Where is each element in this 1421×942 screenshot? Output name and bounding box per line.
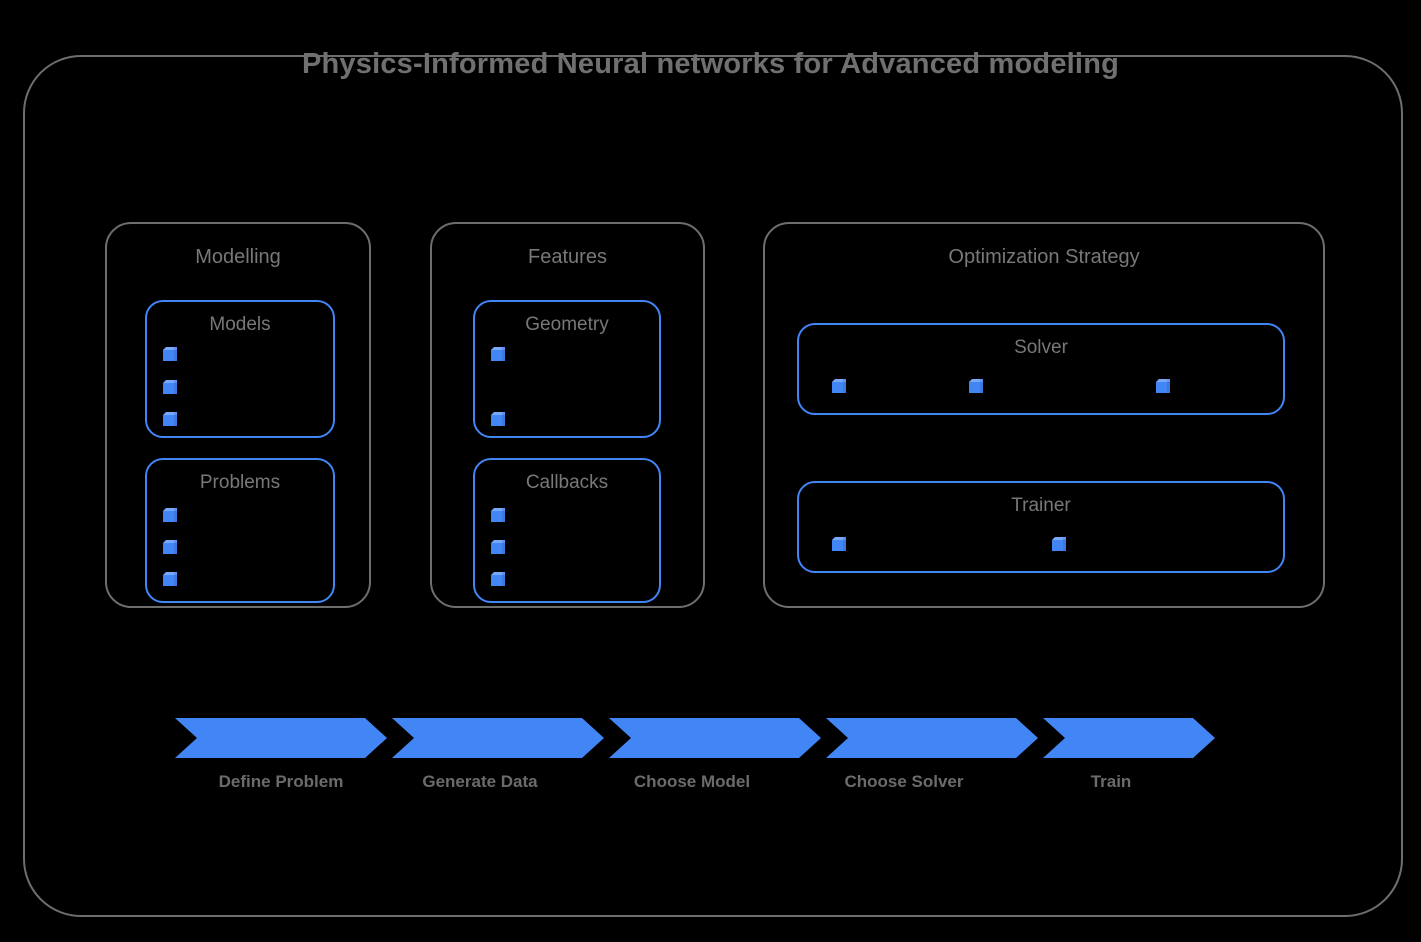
flow-step-generate-data[interactable] xyxy=(392,718,604,758)
flow-step-define-problem[interactable] xyxy=(175,718,387,758)
box-geometry-title: Geometry xyxy=(525,314,609,335)
outer-frame xyxy=(23,55,1403,917)
box-problems[interactable]: Problems xyxy=(145,458,335,603)
bullet-cube xyxy=(163,412,177,426)
flow-label-generate-data: Generate Data xyxy=(422,772,538,791)
bullet-cube xyxy=(163,540,177,554)
flow-step-choose-model[interactable] xyxy=(609,718,821,758)
group-features-title: Features xyxy=(528,246,607,268)
box-trainer-title: Trainer xyxy=(1011,495,1071,516)
bullet-cube xyxy=(491,508,505,522)
bullet-cube xyxy=(1156,379,1170,393)
box-callbacks[interactable]: Callbacks xyxy=(473,458,661,603)
flow-label-choose-model: Choose Model xyxy=(633,772,751,791)
bullet-cube xyxy=(832,379,846,393)
bullet-cube xyxy=(491,412,505,426)
process-flow xyxy=(175,718,1215,758)
box-trainer[interactable]: Trainer xyxy=(797,481,1285,573)
flow-label-train: Train xyxy=(1090,772,1132,791)
bullet-cube xyxy=(969,379,983,393)
group-optimization-strategy-title: Optimization Strategy xyxy=(948,246,1140,268)
box-models[interactable]: Models xyxy=(145,300,335,438)
box-problems-title: Problems xyxy=(199,472,281,493)
flow-step-train[interactable] xyxy=(1043,718,1215,758)
bullet-cube xyxy=(163,572,177,586)
bullet-cube xyxy=(491,347,505,361)
box-geometry[interactable]: Geometry xyxy=(473,300,661,438)
box-models-title: Models xyxy=(209,314,271,335)
group-optimization-strategy: Optimization Strategy xyxy=(763,222,1325,608)
bullet-cube xyxy=(832,537,846,551)
bullet-cube xyxy=(163,347,177,361)
flow-step-choose-solver[interactable] xyxy=(826,718,1038,758)
box-solver[interactable]: Solver xyxy=(797,323,1285,415)
box-solver-title: Solver xyxy=(1014,337,1068,358)
bullet-cube xyxy=(491,540,505,554)
bullet-cube xyxy=(491,572,505,586)
box-callbacks-title: Callbacks xyxy=(525,472,609,493)
bullet-cube xyxy=(163,508,177,522)
bullet-cube xyxy=(163,380,177,394)
flow-label-choose-solver: Choose Solver xyxy=(844,772,964,791)
flow-label-define-problem: Define Problem xyxy=(218,772,344,791)
page-title: Physics-Informed Neural networks for Adv… xyxy=(301,48,1120,80)
bullet-cube xyxy=(1052,537,1066,551)
group-modelling-title: Modelling xyxy=(195,246,281,268)
group-modelling: Modelling xyxy=(105,222,371,608)
group-features: Features xyxy=(430,222,705,608)
